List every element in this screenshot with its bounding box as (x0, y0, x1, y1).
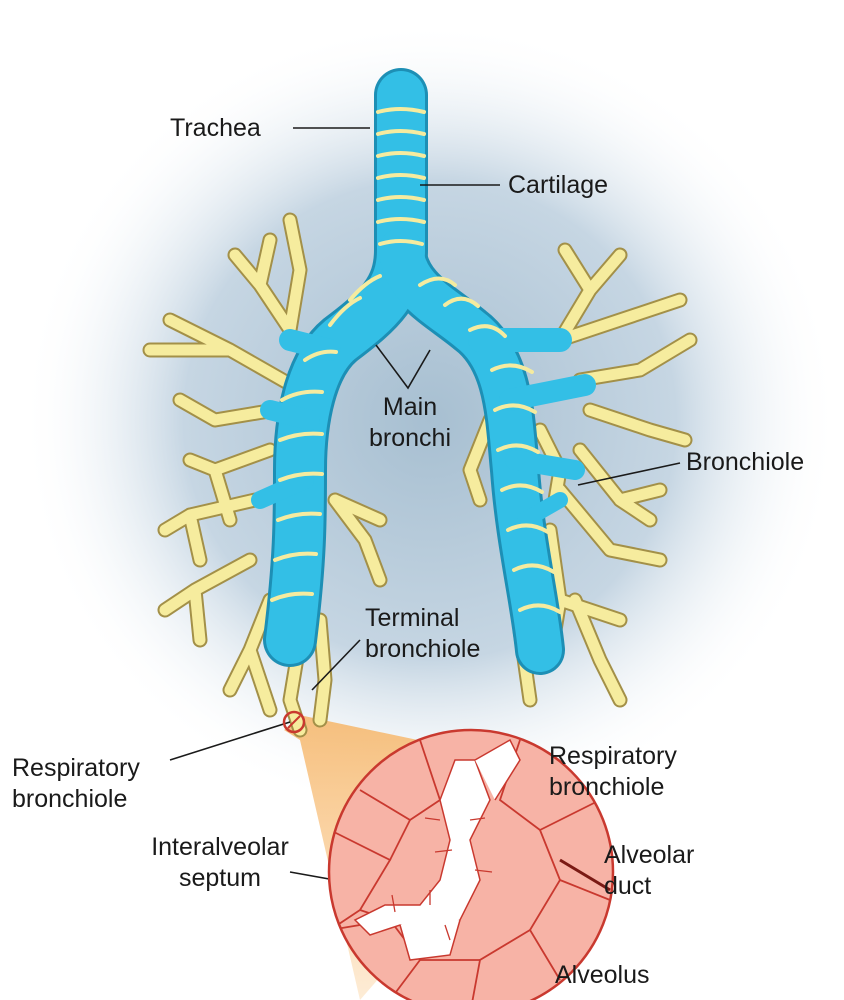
cartilage-rings (270, 107, 562, 614)
respiratory-bronchiole-leader-left (169, 721, 291, 761)
alveolar-duct-label: Alveolar duct (604, 841, 695, 900)
main-bronchi-label: Main bronchi (369, 393, 451, 452)
interalveolar-septum-label: Interalveolar septum (151, 833, 289, 892)
respiratory-bronchiole-marker (282, 710, 306, 734)
bronchiole-leader (577, 462, 681, 486)
left-bronchioles-fill (144, 214, 386, 736)
terminal-bronchiole-leader (311, 639, 361, 691)
terminal-bronchiole-label: Terminal bronchiole (365, 604, 481, 663)
bronchiole-label: Bronchiole (686, 448, 805, 476)
alveolus-label: Alveolus (555, 961, 650, 989)
background-halo (20, 20, 840, 820)
airway-tree (251, 68, 596, 675)
respiratory-bronchiole-right-label: Respiratory bronchiole (549, 742, 677, 801)
main-bronchi-leader (375, 344, 431, 390)
alveolar-sac (329, 730, 613, 1000)
trachea-label: Trachea (170, 114, 261, 142)
respiratory-bronchiole-left-label: Respiratory bronchiole (12, 754, 140, 813)
respiratory-bronchiole-marker-stroke (287, 715, 301, 729)
cartilage-label: Cartilage (508, 171, 609, 199)
